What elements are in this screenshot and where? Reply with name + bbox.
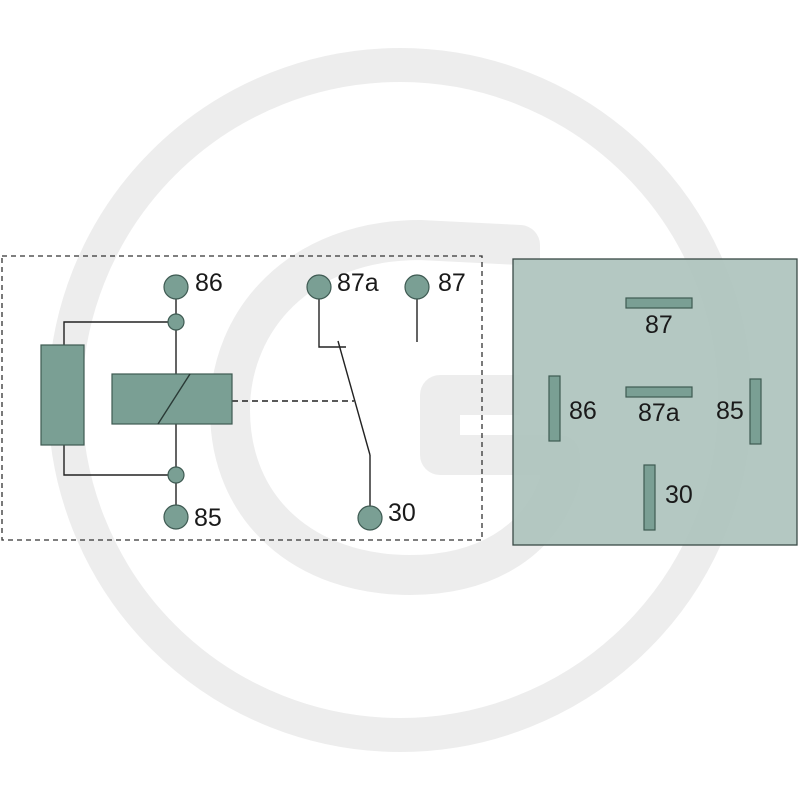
relay-schematic: 86 85 87a 87 30 (1, 255, 483, 541)
socket-pin-30 (643, 464, 656, 531)
socket-pin-87-label: 87 (645, 311, 673, 339)
relay-socket-pinout: 87 87a 86 85 30 (512, 258, 798, 546)
terminal-87-label: 87 (438, 269, 466, 297)
schematic-boundary (1, 255, 483, 541)
socket-pin-86 (548, 375, 561, 442)
terminal-30 (357, 505, 383, 531)
socket-pin-85 (749, 378, 762, 445)
terminal-87a (306, 274, 332, 300)
socket-pin-87a-label: 87a (638, 399, 680, 427)
terminal-85 (163, 504, 189, 530)
terminal-85-label: 85 (194, 504, 222, 532)
junction-dot-top (167, 313, 185, 331)
socket-pin-87a (625, 386, 693, 398)
terminal-86 (163, 274, 189, 300)
terminal-30-label: 30 (388, 499, 416, 527)
socket-pin-87 (625, 297, 693, 309)
terminal-86-label: 86 (195, 269, 223, 297)
socket-pin-86-label: 86 (569, 397, 597, 425)
suppression-resistor (40, 344, 85, 446)
socket-pin-85-label: 85 (716, 397, 744, 425)
terminal-87 (404, 274, 430, 300)
relay-coil (111, 373, 233, 425)
socket-pin-30-label: 30 (665, 481, 693, 509)
junction-dot-bottom (167, 466, 185, 484)
terminal-87a-label: 87a (337, 269, 379, 297)
